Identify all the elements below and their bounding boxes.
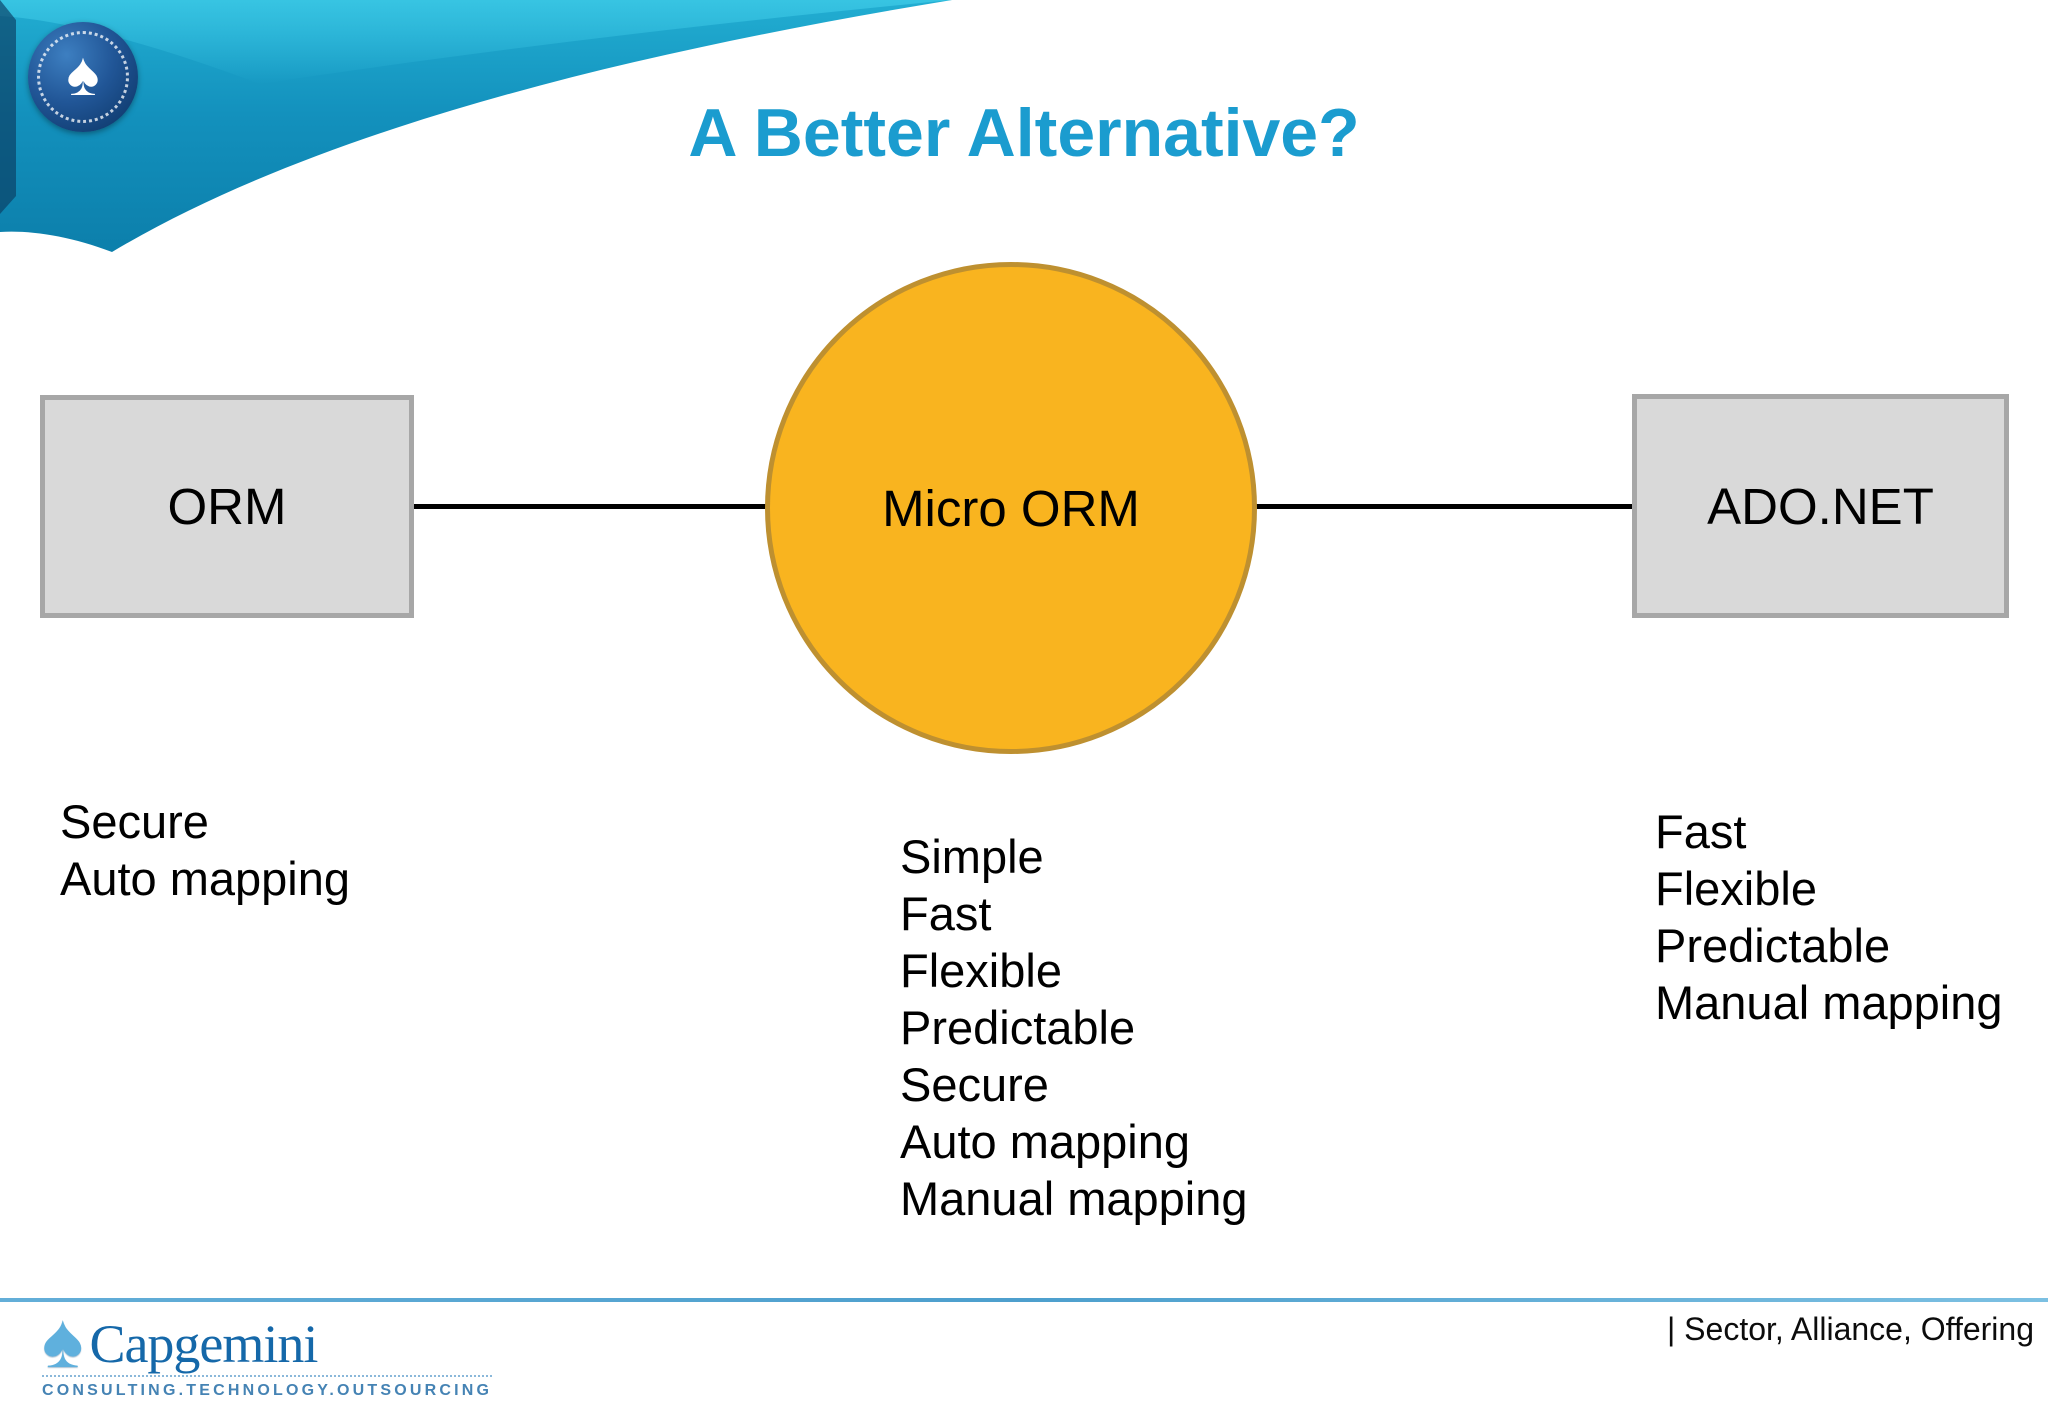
micro-orm-feature: Auto mapping <box>900 1115 1191 1168</box>
node-orm-label: ORM <box>167 478 287 535</box>
node-micro-orm: Micro ORM <box>765 262 1257 754</box>
footer-classification-text: | Sector, Alliance, Offering <box>1666 1311 2034 1347</box>
collaborative-badge: ♠ <box>28 22 138 132</box>
capgemini-tagline: CONSULTING.TECHNOLOGY.OUTSOURCING <box>42 1375 493 1400</box>
footer-divider-line <box>0 1298 2048 1302</box>
capgemini-wordmark: Capgemini <box>89 1314 318 1374</box>
micro-orm-feature: Simple <box>900 830 1044 883</box>
spade-icon: ♠ <box>66 40 100 109</box>
orm-feature: Secure <box>60 795 209 848</box>
connector-orm-to-microorm <box>414 504 769 509</box>
connector-microorm-to-adonet <box>1253 504 1636 509</box>
node-adonet-label: ADO.NET <box>1707 477 1934 535</box>
micro-orm-feature: Secure <box>900 1058 1049 1111</box>
micro-orm-feature: Fast <box>900 887 992 940</box>
capgemini-logo: ♠ Capgemini CONSULTING.TECHNOLOGY.OUTSOU… <box>42 1296 493 1400</box>
capgemini-spade-icon: ♠ <box>42 1296 84 1384</box>
adonet-feature-list: Fast Flexible Predictable Manual mapping <box>1655 803 2003 1031</box>
adonet-feature: Manual mapping <box>1655 976 2003 1029</box>
badge-rim-text-ring <box>37 31 129 123</box>
micro-orm-feature-list: Simple Fast Flexible Predictable Secure … <box>900 828 1248 1227</box>
orm-feature-list: Secure Auto mapping <box>60 793 350 907</box>
micro-orm-feature: Flexible <box>900 944 1062 997</box>
node-adonet: ADO.NET <box>1632 394 2009 618</box>
header-swoosh-graphic <box>0 0 952 252</box>
adonet-feature: Flexible <box>1655 862 1817 915</box>
adonet-feature: Predictable <box>1655 919 1891 972</box>
node-micro-orm-label: Micro ORM <box>882 479 1140 537</box>
slide-title: A Better Alternative? <box>688 95 1360 171</box>
micro-orm-feature: Predictable <box>900 1001 1136 1054</box>
micro-orm-feature: Manual mapping <box>900 1172 1248 1225</box>
adonet-feature: Fast <box>1655 805 1747 858</box>
node-orm: ORM <box>40 395 414 618</box>
orm-feature: Auto mapping <box>60 852 351 905</box>
